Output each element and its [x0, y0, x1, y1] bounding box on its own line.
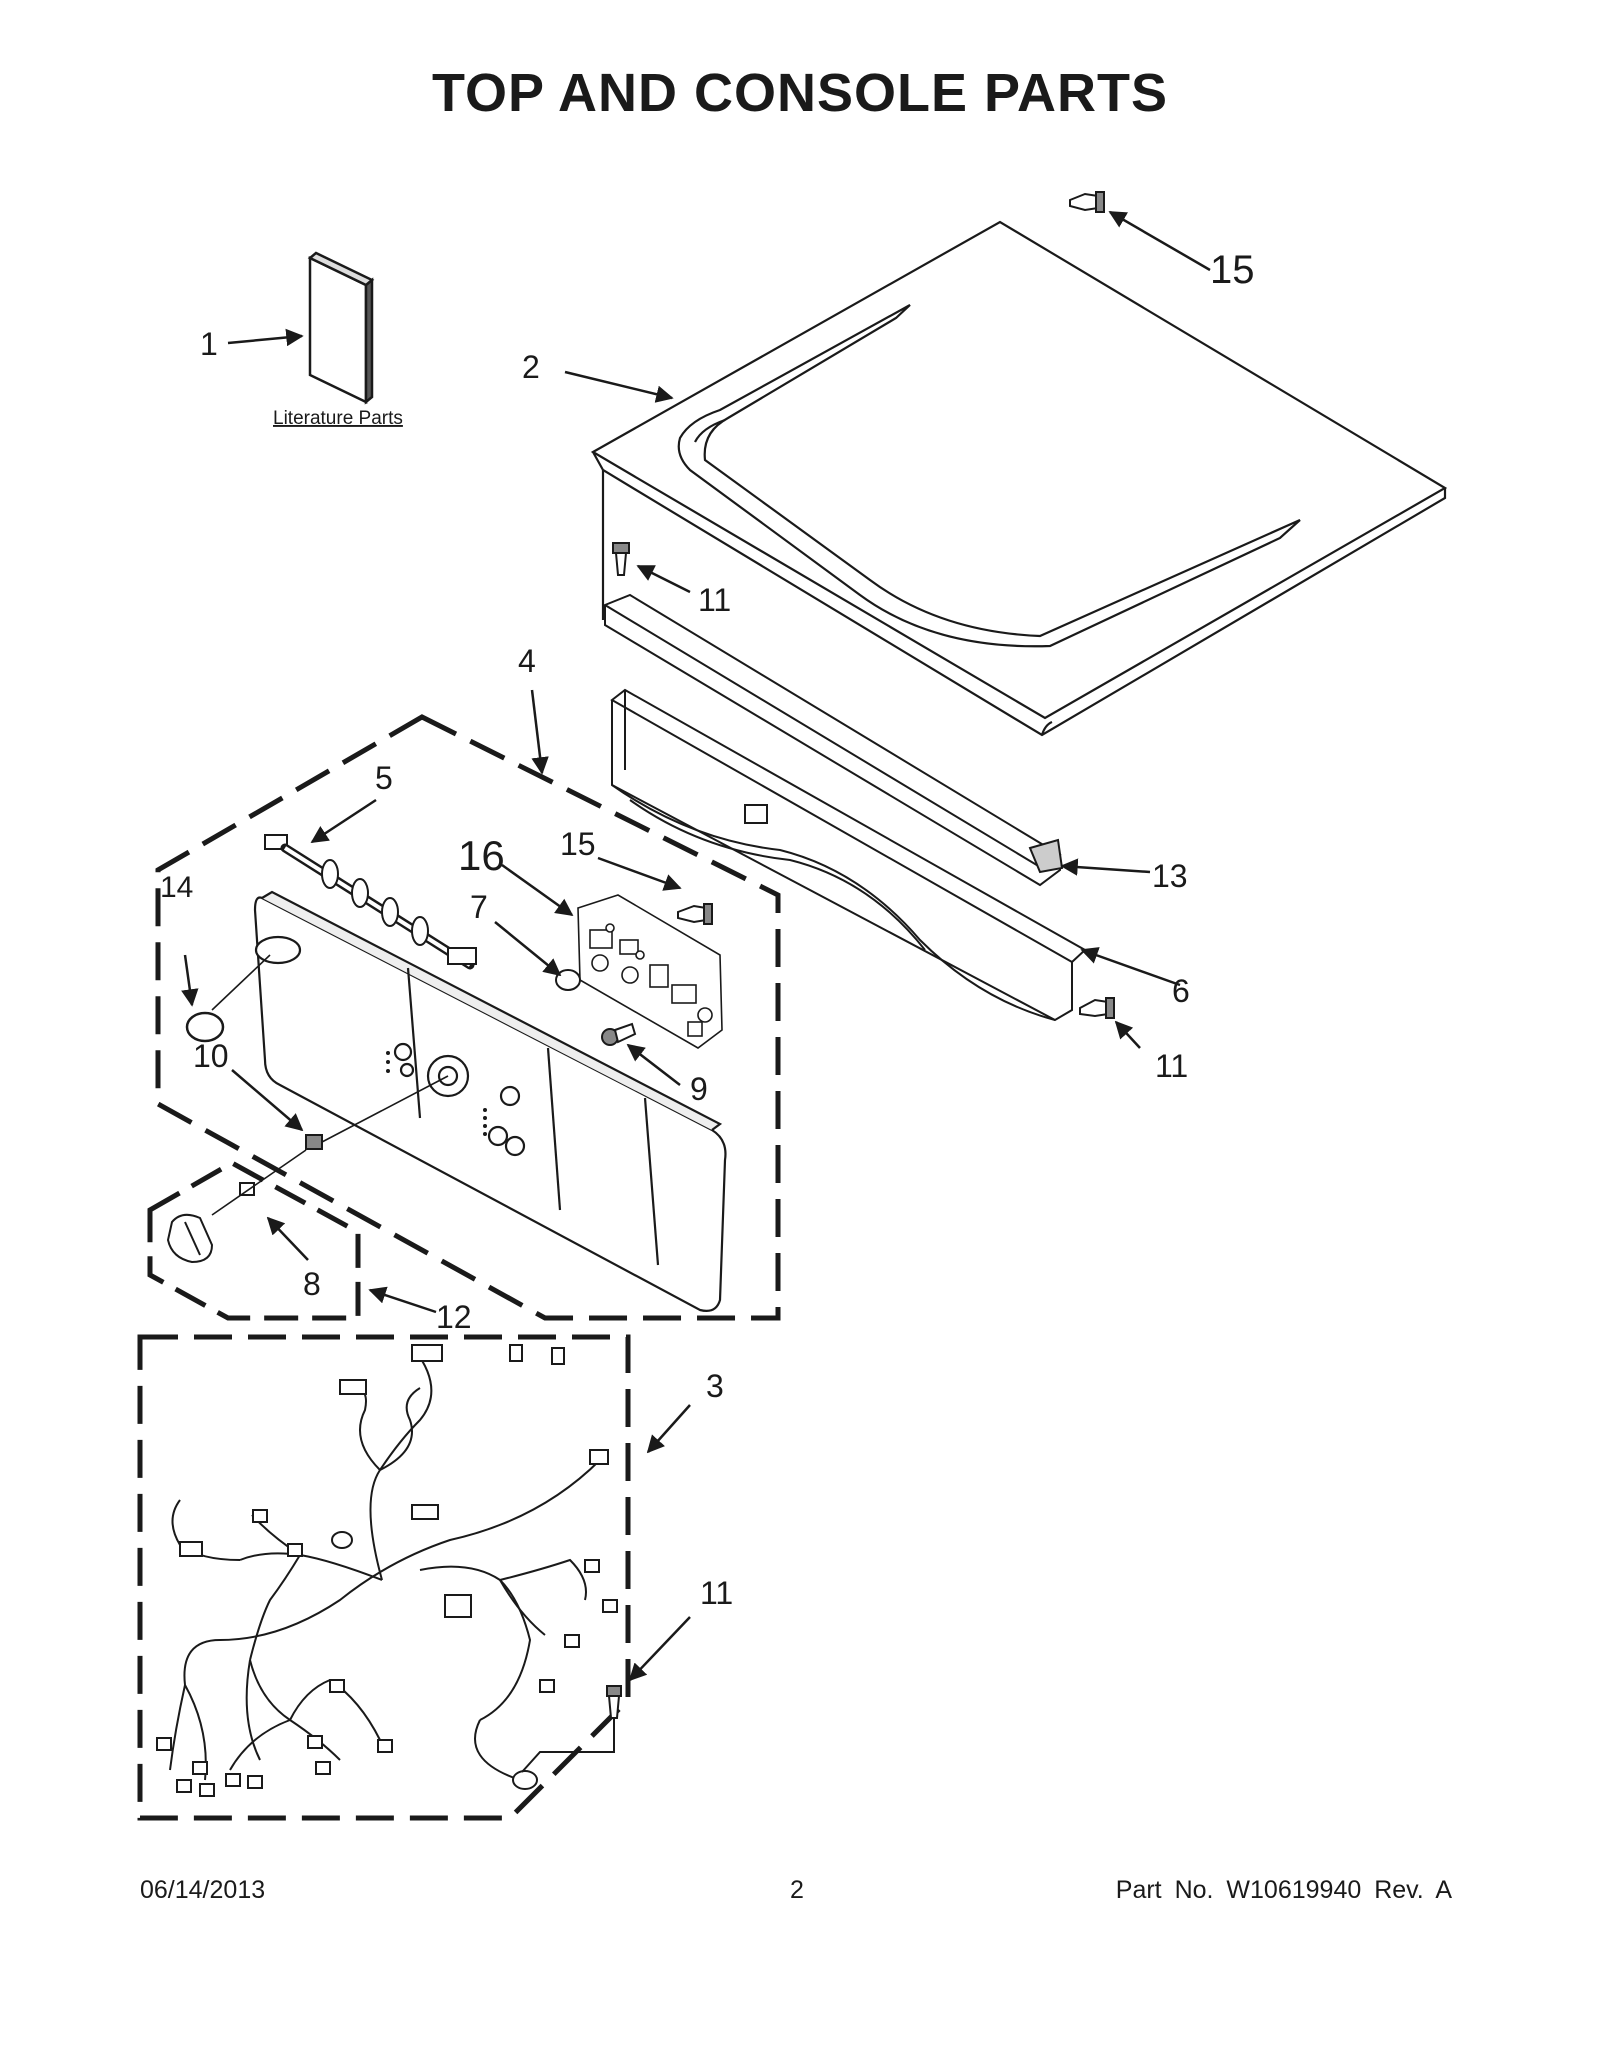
callout-2: 2 [522, 349, 540, 385]
main-wire-harness [169, 1349, 601, 1781]
callout-11-upper: 11 [698, 582, 731, 618]
callout-16: 16 [458, 832, 505, 879]
screw-console [601, 1022, 637, 1046]
footer-part-number: Part No. W10619940 Rev. A [1115, 1876, 1452, 1904]
footer-date: 06/14/2013 [140, 1876, 266, 1904]
screw-under-top [612, 542, 630, 576]
callout-6: 6 [1172, 973, 1190, 1009]
console-lens [185, 1011, 225, 1043]
callout-14: 14 [160, 871, 193, 904]
console-assembly-outline [155, 714, 781, 1321]
callout-4: 4 [518, 643, 536, 679]
screw-top-right [1069, 191, 1105, 213]
literature-parts-label: Literature Parts [273, 408, 403, 429]
knob-group-outline [147, 1160, 361, 1321]
screw-right [1079, 997, 1115, 1019]
knob-washer [555, 969, 581, 991]
page-title: TOP AND CONSOLE PARTS [431, 63, 1169, 123]
dryer-top-panel [590, 220, 1448, 737]
callout-11-right: 11 [1155, 1048, 1188, 1084]
screw-harness [521, 1685, 622, 1773]
harness-connectors [156, 1344, 618, 1797]
callout-5: 5 [375, 760, 393, 796]
console-rear-bracket [610, 688, 1087, 1022]
user-interface-board [577, 894, 723, 1049]
callout-13: 13 [1152, 858, 1188, 894]
callout-15-console: 15 [560, 826, 596, 862]
callout-12: 12 [436, 1299, 472, 1335]
literature-parts-booklet [307, 251, 375, 405]
callout-8: 8 [303, 1266, 321, 1302]
callout-15-top: 15 [1210, 248, 1255, 292]
wire-harness-outline [137, 1334, 631, 1821]
screw-ui-board [677, 903, 713, 925]
footer-page-number: 2 [790, 1876, 804, 1904]
callout-7: 7 [470, 889, 488, 925]
rotary-encoder [305, 1075, 449, 1150]
knob-clip [211, 1149, 307, 1216]
callout-10: 10 [193, 1038, 229, 1074]
callout-11-lower: 11 [700, 1575, 733, 1611]
callout-1: 1 [200, 326, 218, 362]
console-panel [253, 890, 727, 1312]
control-knob [166, 1213, 214, 1264]
callout-9: 9 [690, 1071, 708, 1107]
console-wire-harness [264, 834, 477, 970]
top-bracket-rail [602, 593, 1064, 887]
callout-3: 3 [706, 1368, 724, 1404]
